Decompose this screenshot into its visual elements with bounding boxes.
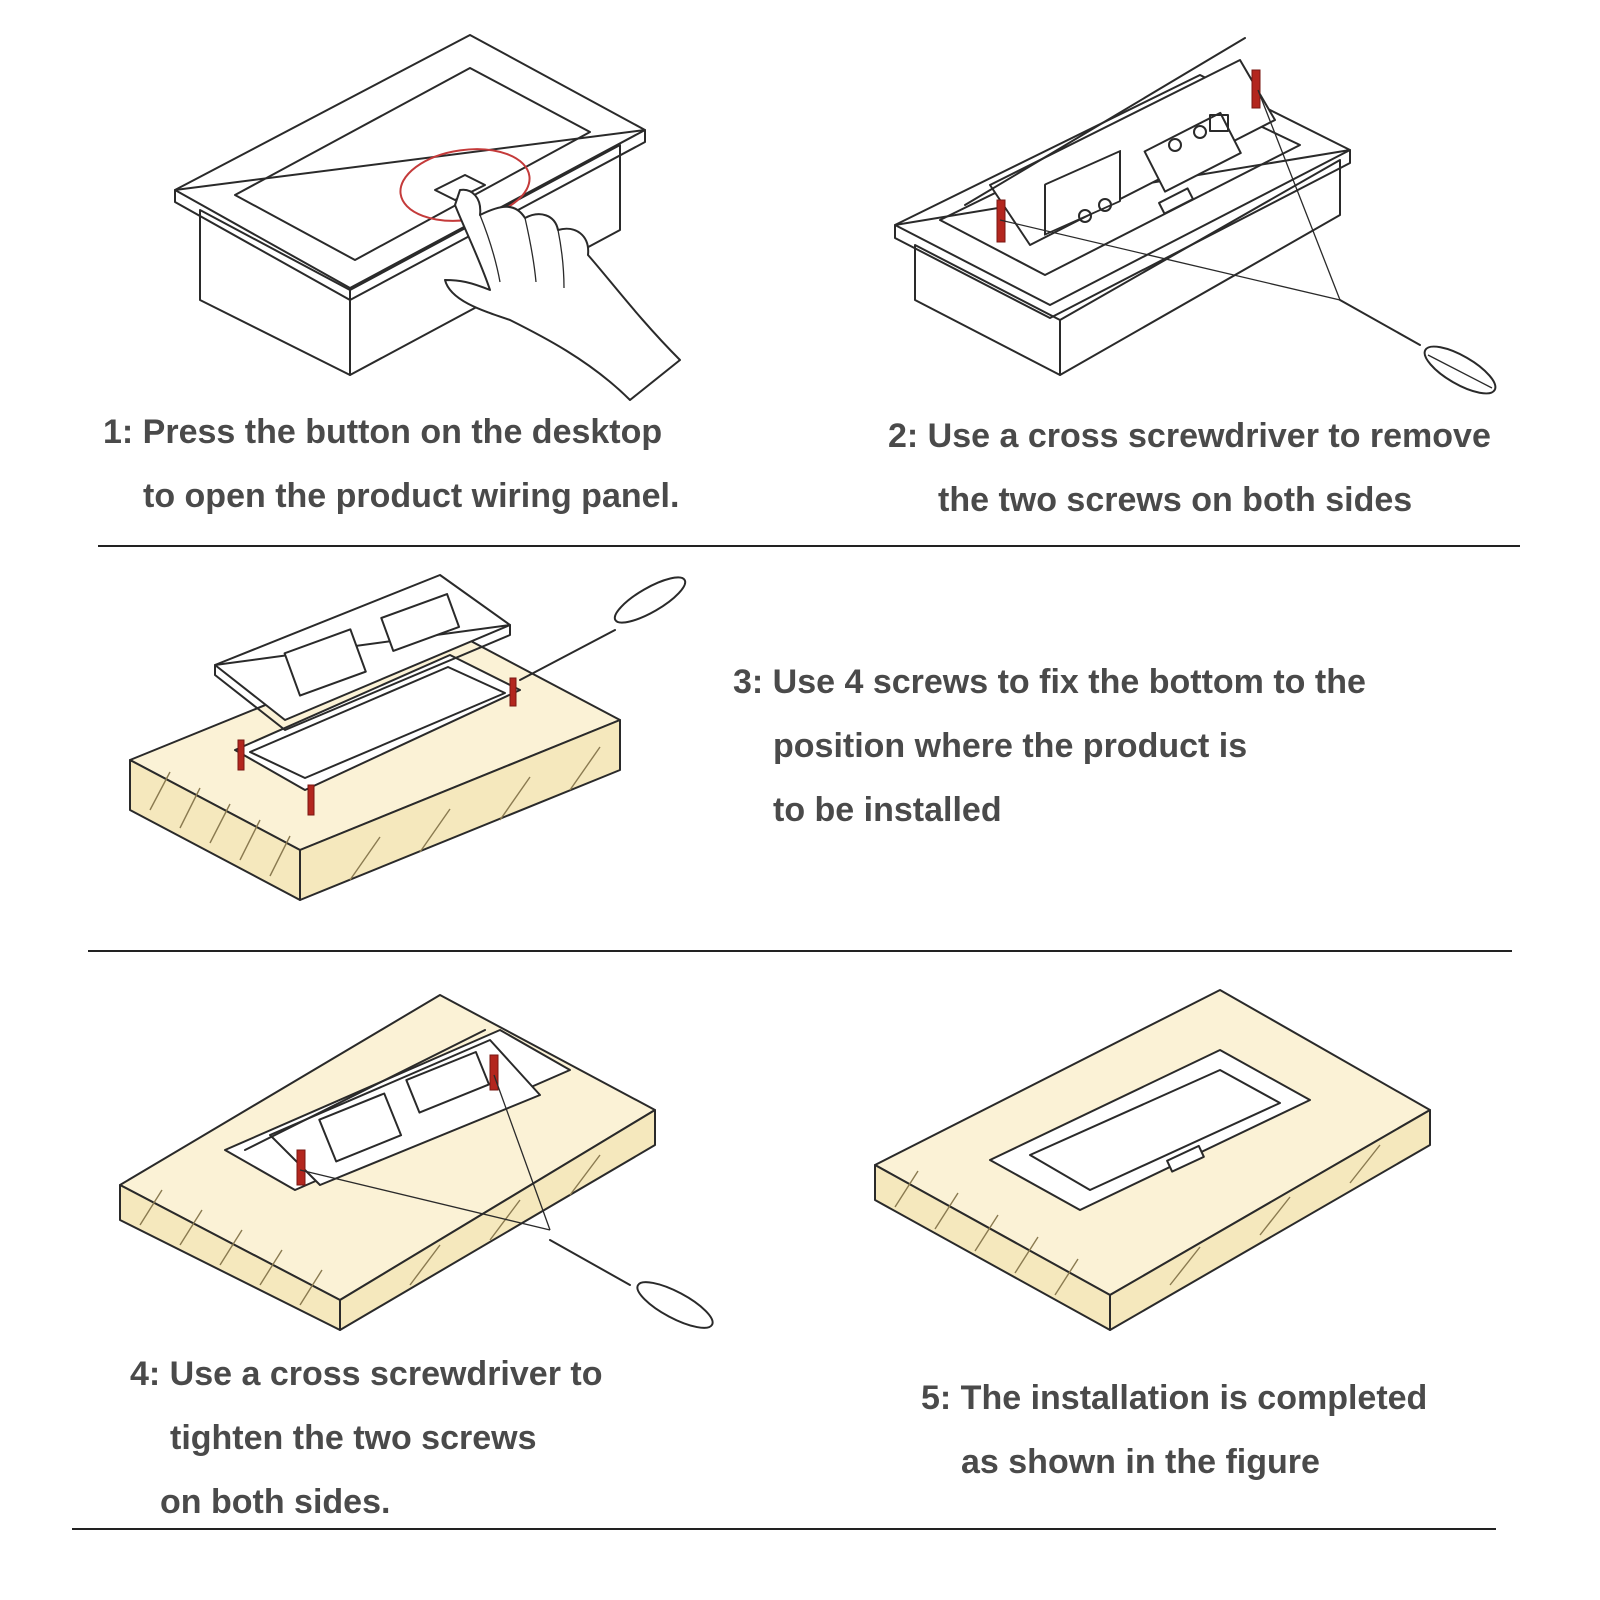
closed-cover: [989, 1049, 1311, 1211]
hand-icon: [444, 188, 681, 401]
screwdriver-icon: [549, 1239, 714, 1329]
step-5-illustration: [874, 989, 1431, 1331]
step-4-text: 4: Use a cross screwdriver to tighten th…: [130, 1342, 602, 1534]
step-1-illustration: [174, 34, 681, 401]
screw-right: [1251, 69, 1261, 109]
push-button: [1166, 1144, 1205, 1173]
step-2-illustration: [894, 37, 1497, 395]
bottom-frame: [234, 654, 521, 791]
screwdriver-icon: [1339, 299, 1497, 395]
screwdriver-icon: [519, 576, 687, 681]
step-5-line-2: as shown in the figure: [961, 1443, 1320, 1481]
step-2-line-1: 2: Use a cross screwdriver to remove: [888, 417, 1491, 455]
step-4-line-3: on both sides.: [160, 1483, 391, 1521]
step-4-line-1: 4: Use a cross screwdriver to: [130, 1355, 603, 1393]
step-3-text: 3: Use 4 screws to fix the bottom to the…: [733, 650, 1366, 842]
step-4-illustration: [119, 994, 714, 1331]
step-2-text: 2: Use a cross screwdriver to remove the…: [888, 404, 1491, 532]
step-1-line-2: to open the product wiring panel.: [143, 477, 680, 515]
divider-3: [72, 1528, 1496, 1530]
outlet-right: [1143, 111, 1242, 193]
step-5-text: 5: The installation is completed as show…: [921, 1366, 1427, 1494]
step-3-line-2: position where the product is: [773, 727, 1248, 765]
divider-2: [88, 950, 1512, 952]
step-4-line-2: tighten the two screws: [170, 1419, 537, 1457]
step-5-line-1: 5: The installation is completed: [921, 1379, 1428, 1417]
step-3-line-1: 3: Use 4 screws to fix the bottom to the: [733, 663, 1366, 701]
step-3-illustration: [129, 574, 687, 901]
step-3-line-3: to be installed: [773, 791, 1002, 829]
step-1-line-1: 1: Press the button on the desktop: [103, 413, 663, 451]
step-2-line-2: the two screws on both sides: [938, 481, 1413, 519]
push-button: [434, 174, 486, 201]
divider-1: [98, 545, 1520, 547]
step-1-text: 1: Press the button on the desktop to op…: [103, 400, 679, 528]
